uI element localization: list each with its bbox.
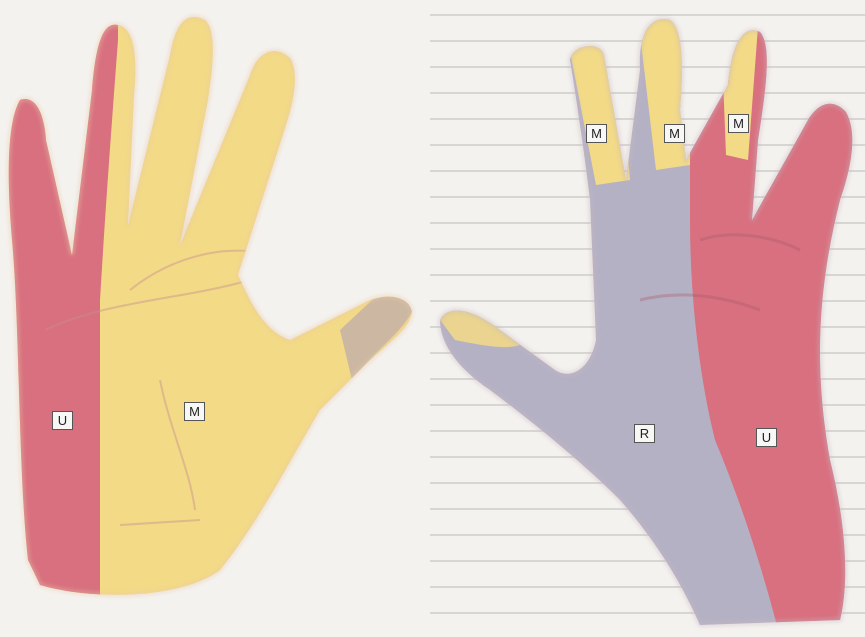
palmar-hand (0, 0, 430, 637)
dorsum-radial-label: R (634, 424, 655, 443)
dorsum-median-ring-label: M (728, 114, 749, 133)
dorsum-median-index-zone (560, 0, 630, 185)
dorsum-median-index-label: M (586, 124, 607, 143)
dorsum-ulnar-label: U (756, 428, 777, 447)
palm-median-label: M (184, 402, 205, 421)
palm-ulnar-label: U (52, 411, 73, 430)
dorsal-hand (430, 0, 865, 637)
dorsum-median-middle-label: M (664, 124, 685, 143)
